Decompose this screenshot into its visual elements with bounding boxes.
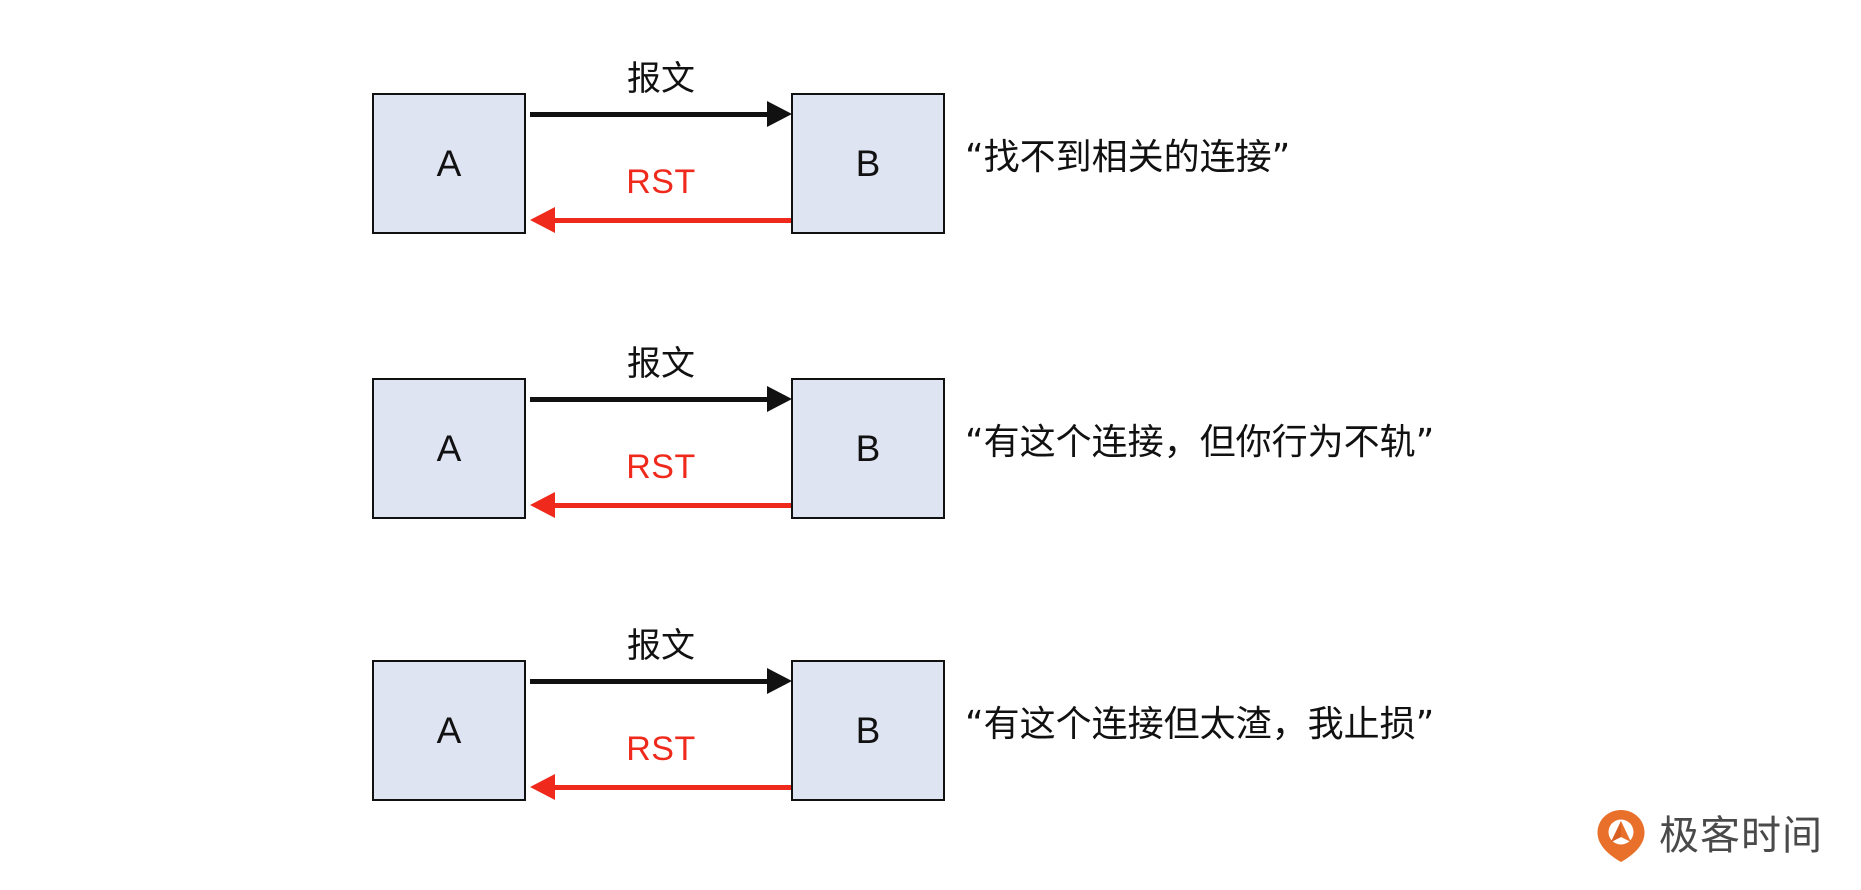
reset-arrow-line <box>555 218 792 223</box>
reset-arrow-head-icon <box>530 492 555 518</box>
forward-arrow-line <box>530 397 770 402</box>
forward-arrow-line <box>530 112 770 117</box>
node-b-label: B <box>855 710 881 751</box>
diagram-row: A 报文 RST B “有这个连接，但你行为不轨” <box>0 345 1861 545</box>
diagram-row: A 报文 RST B “找不到相关的连接” <box>0 60 1861 260</box>
node-b: B <box>791 93 945 234</box>
brand-name: 极客时间 <box>1659 813 1823 859</box>
reset-arrow-line <box>555 503 792 508</box>
node-a-label: A <box>436 143 462 184</box>
forward-arrow-head-icon <box>767 386 792 412</box>
brand-watermark: 极客时间 <box>1595 808 1823 864</box>
row-annotation: “找不到相关的连接” <box>965 137 1291 178</box>
message-exchange-group: 报文 RST <box>530 60 792 260</box>
reset-arrow-head-icon <box>530 774 555 800</box>
node-a-label: A <box>436 710 462 751</box>
forward-arrow-label: 报文 <box>627 626 695 666</box>
reset-arrow-label: RST <box>626 730 696 768</box>
node-b-label: B <box>855 143 881 184</box>
forward-arrow-line <box>530 679 770 684</box>
node-a-label: A <box>436 428 462 469</box>
node-a: A <box>372 378 526 519</box>
node-b: B <box>791 378 945 519</box>
geekbang-logo-icon <box>1595 808 1647 864</box>
message-exchange-group: 报文 RST <box>530 345 792 545</box>
forward-arrow-head-icon <box>767 101 792 127</box>
node-a: A <box>372 660 526 801</box>
node-a: A <box>372 93 526 234</box>
reset-arrow-label: RST <box>626 163 696 201</box>
reset-arrow-label: RST <box>626 448 696 486</box>
forward-arrow-label: 报文 <box>627 59 695 99</box>
node-b-label: B <box>855 428 881 469</box>
row-annotation: “有这个连接但太渣，我止损” <box>965 704 1435 745</box>
row-annotation: “有这个连接，但你行为不轨” <box>965 422 1435 463</box>
reset-arrow-head-icon <box>530 207 555 233</box>
message-exchange-group: 报文 RST <box>530 627 792 827</box>
node-b: B <box>791 660 945 801</box>
reset-arrow-line <box>555 785 792 790</box>
forward-arrow-head-icon <box>767 668 792 694</box>
forward-arrow-label: 报文 <box>627 344 695 384</box>
diagram-row: A 报文 RST B “有这个连接但太渣，我止损” <box>0 627 1861 827</box>
